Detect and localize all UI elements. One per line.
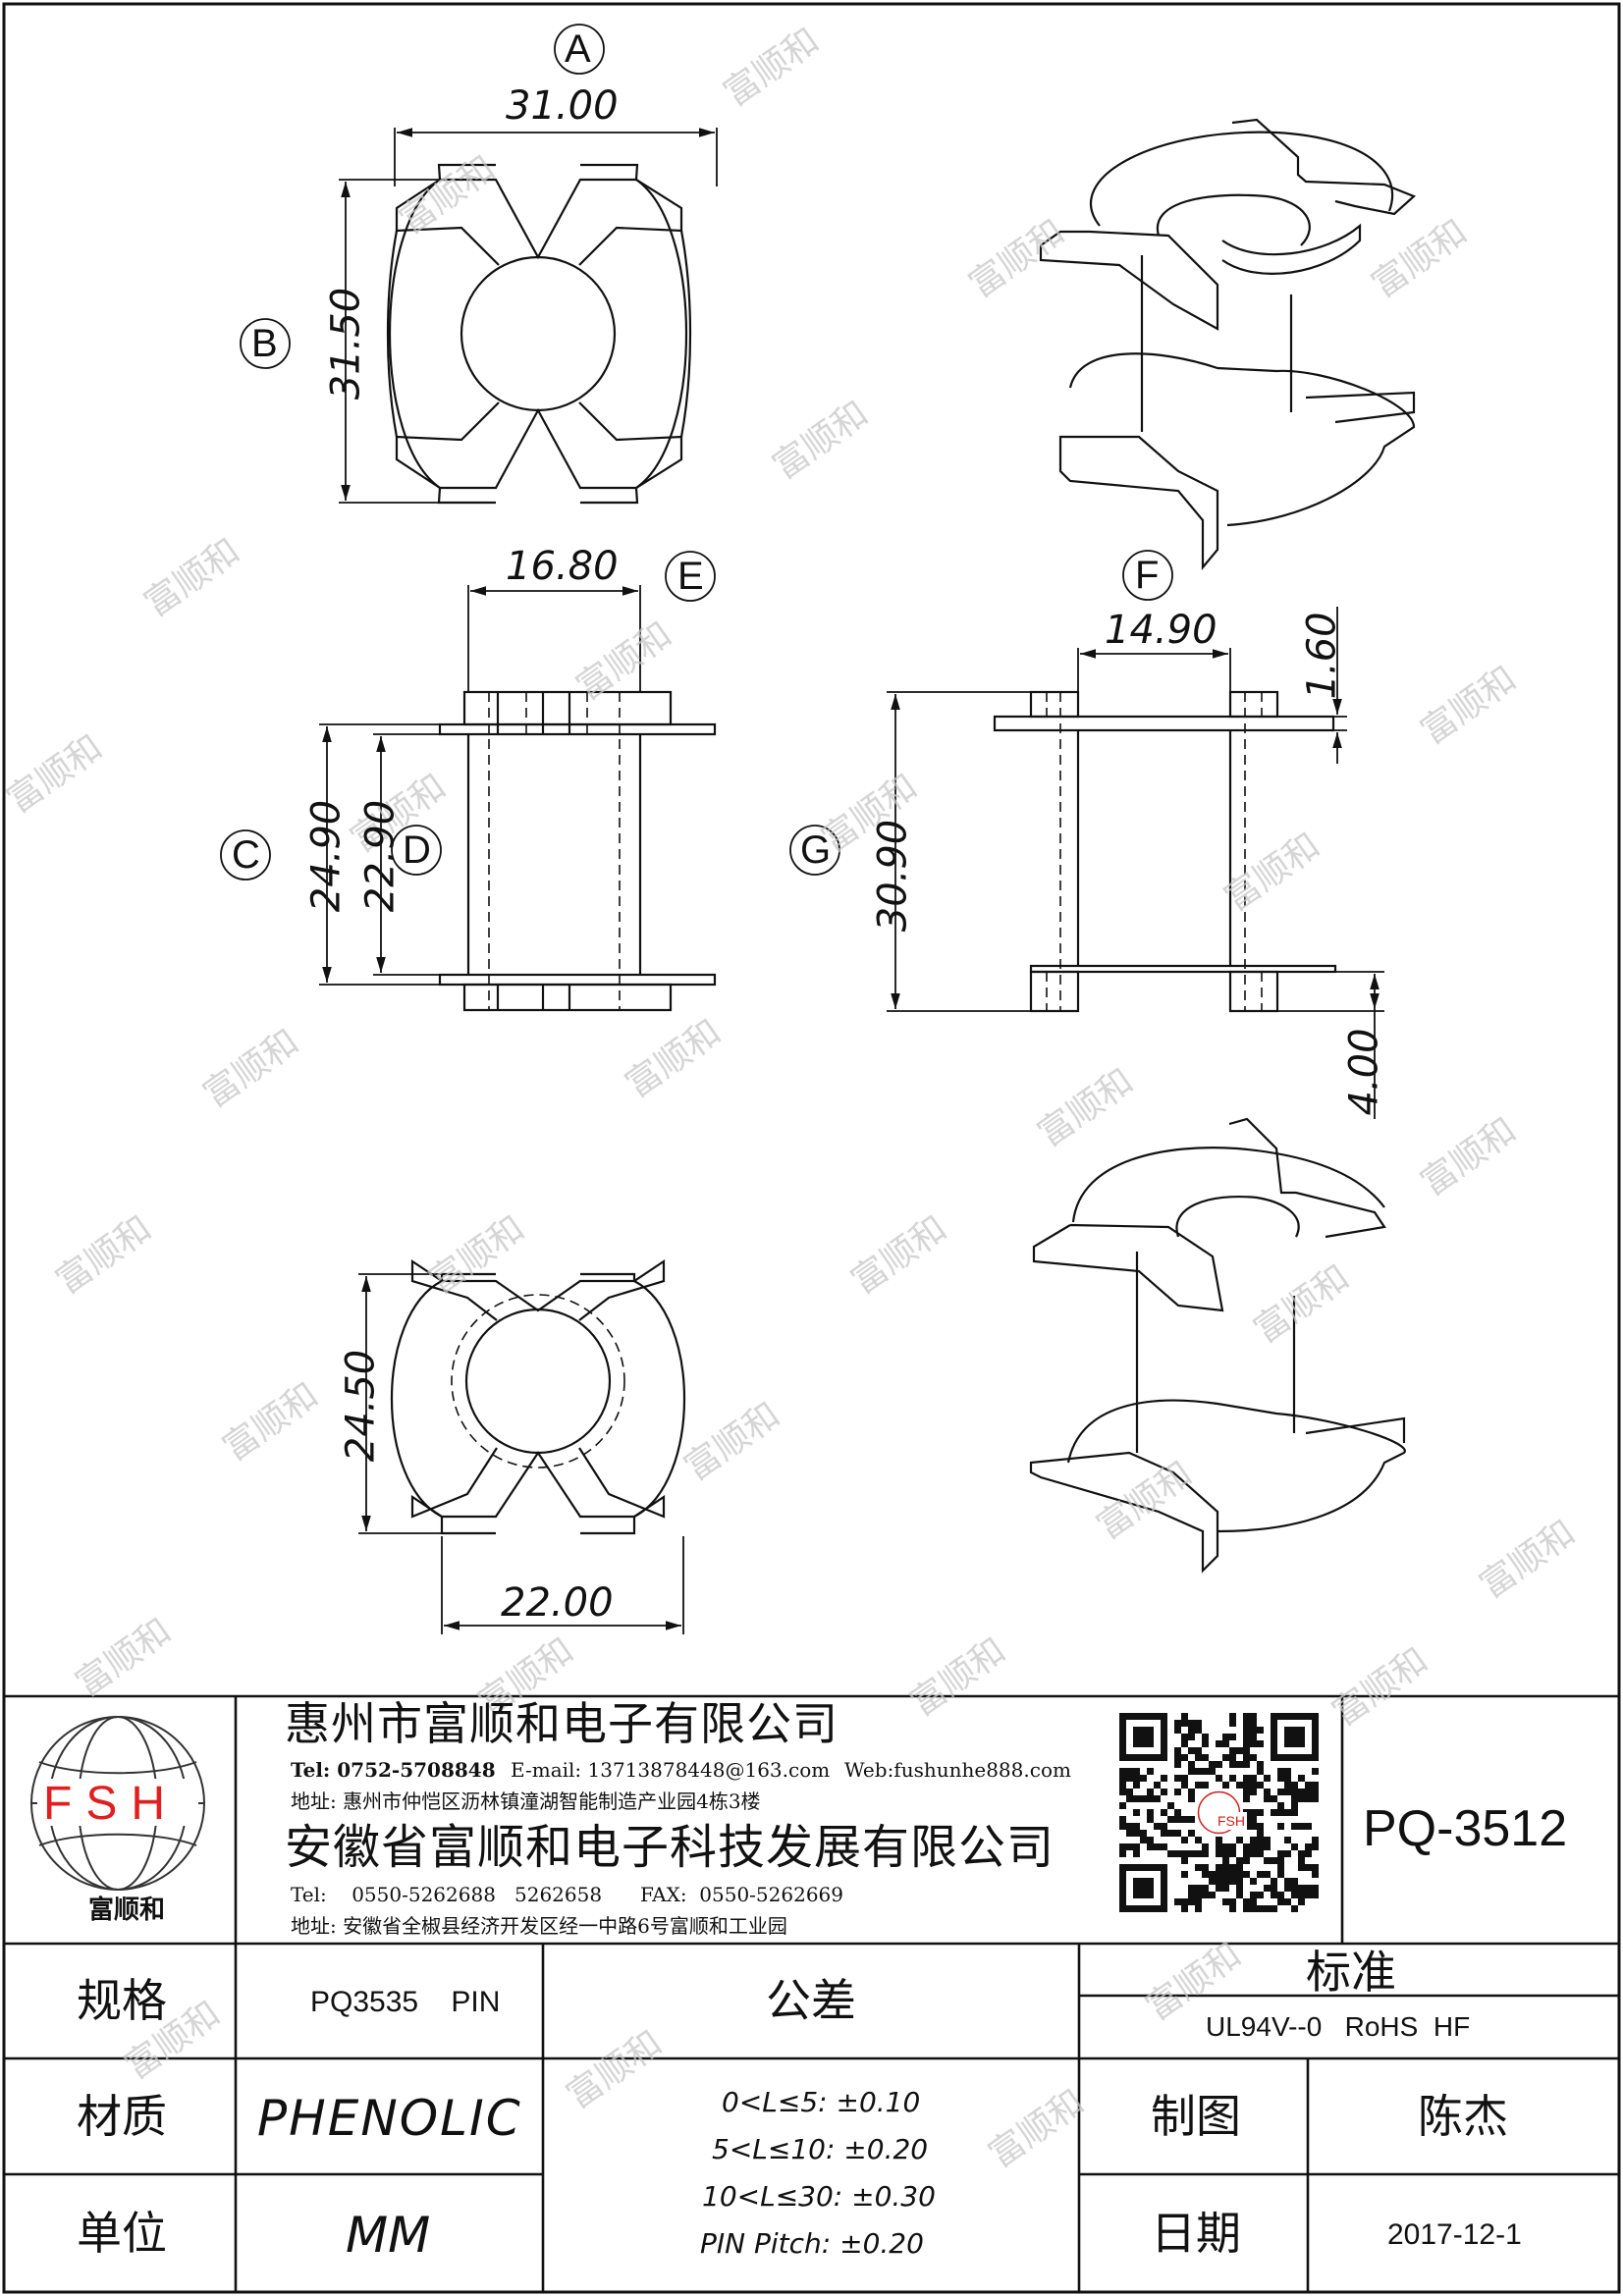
view-letter-c: C [232,833,260,877]
tolerance-2: 5<L≤10: ±0.20 [712,2133,929,2165]
drawn-value: 陈杰 [1418,2090,1508,2143]
view-letter-b: B [251,322,278,365]
tolerance-3: 10<L≤30: ±0.30 [702,2180,936,2213]
top-view-a [386,163,692,505]
fsh-logo [30,1716,205,1891]
standard-value: UL94V--0 RoHS HF [1206,2011,1471,2042]
dim-a-label: 31.00 [506,83,619,129]
view-letter-d-circle [391,825,442,876]
dim-e [467,551,716,692]
unit-label: 单位 [77,2207,167,2260]
part-number: PQ-3512 [1363,1800,1568,1857]
company2-address: 地址: 安徽省全椒县经济开发区经一中路6号富顺和工业园 [291,1914,787,1938]
dim-g [789,691,1384,1119]
view-f [993,690,1337,1013]
view-letter-a: A [565,27,591,71]
view-letter-a-circle [554,24,605,75]
view-letter-d: D [403,828,431,872]
bottom-view [390,1258,686,1535]
dim-g-label: 30.90 [870,819,916,933]
logo-caption: 富顺和 [88,1896,166,1925]
tolerance-label: 公差 [766,1974,856,2027]
dim-a [394,24,718,187]
tolerance-1: 0<L≤5: ±0.10 [722,2086,921,2118]
qr-center-text: FSH [1216,1812,1247,1830]
dim-bottom-width-label: 22.00 [501,1580,614,1626]
view-f-hidden [1046,692,1263,1011]
company1-tel: Tel: 0752-5708848 [291,1758,496,1782]
view-e [438,690,717,1012]
view-letter-g: G [800,828,832,872]
dim-b [240,179,440,504]
view-letter-g-circle [789,825,840,876]
dim-bottom [358,1273,684,1634]
iso-view-upper [1039,118,1417,571]
dim-f-flange-label: 1.60 [1299,612,1345,700]
company1-address: 地址: 惠州市仲恺区沥林镇潼湖智能制造产业园4栋3楼 [291,1789,761,1813]
spec-value: PQ3535 PIN [310,1986,501,2018]
spec-label: 规格 [77,1974,167,2027]
view-e-hidden [488,692,621,1010]
company1-name: 惠州市富顺和电子有限公司 [285,1697,839,1750]
title-block-lines [4,1694,1619,2292]
logo-text: FSH [43,1778,179,1830]
bore-circle [460,255,617,412]
iso-view-lower [1029,1117,1406,1574]
dim-f [1077,550,1347,764]
company2-fax: FAX: 0550-5262669 [640,1883,844,1906]
dim-d-label: 22.90 [357,799,404,913]
company2-name: 安徽省富顺和电子科技发展有限公司 [285,1820,1055,1875]
view-letter-f: F [1135,554,1160,597]
material-label: 材质 [77,2090,167,2143]
dim-e-label: 16.80 [506,544,619,589]
dim-f-label: 14.90 [1105,608,1217,653]
company1-web: Web:fushunhe888.com [844,1758,1071,1782]
view-letter-f-circle [1122,550,1173,601]
material-value: PHENOLIC [257,2090,522,2147]
view-letter-e: E [677,555,704,598]
dim-b-label: 31.50 [323,287,369,400]
dim-c-d [220,723,461,986]
standard-label: 标准 [1306,1946,1396,1999]
bottom-view-hidden [451,1294,625,1468]
dim-c-label: 24.90 [303,799,350,913]
drawn-label: 制图 [1151,2090,1241,2143]
qr-code [1113,1707,1325,1918]
view-letter-c-circle [220,829,271,881]
dim-bottom-height-label: 24.50 [338,1349,384,1463]
date-value: 2017-12-1 [1387,2218,1522,2251]
tolerance-4: PIN Pitch: ±0.20 [700,2227,924,2260]
view-letter-b-circle [240,318,291,369]
view-letter-e-circle [665,551,716,602]
date-label: 日期 [1151,2207,1241,2260]
dim-g-pin-label: 4.00 [1341,1028,1387,1116]
company2-tel: Tel: 0550-5262688 5262658 [291,1883,603,1906]
company1-email: E-mail: 13713878448@163.com [511,1758,831,1782]
unit-value: MM [346,2207,431,2264]
